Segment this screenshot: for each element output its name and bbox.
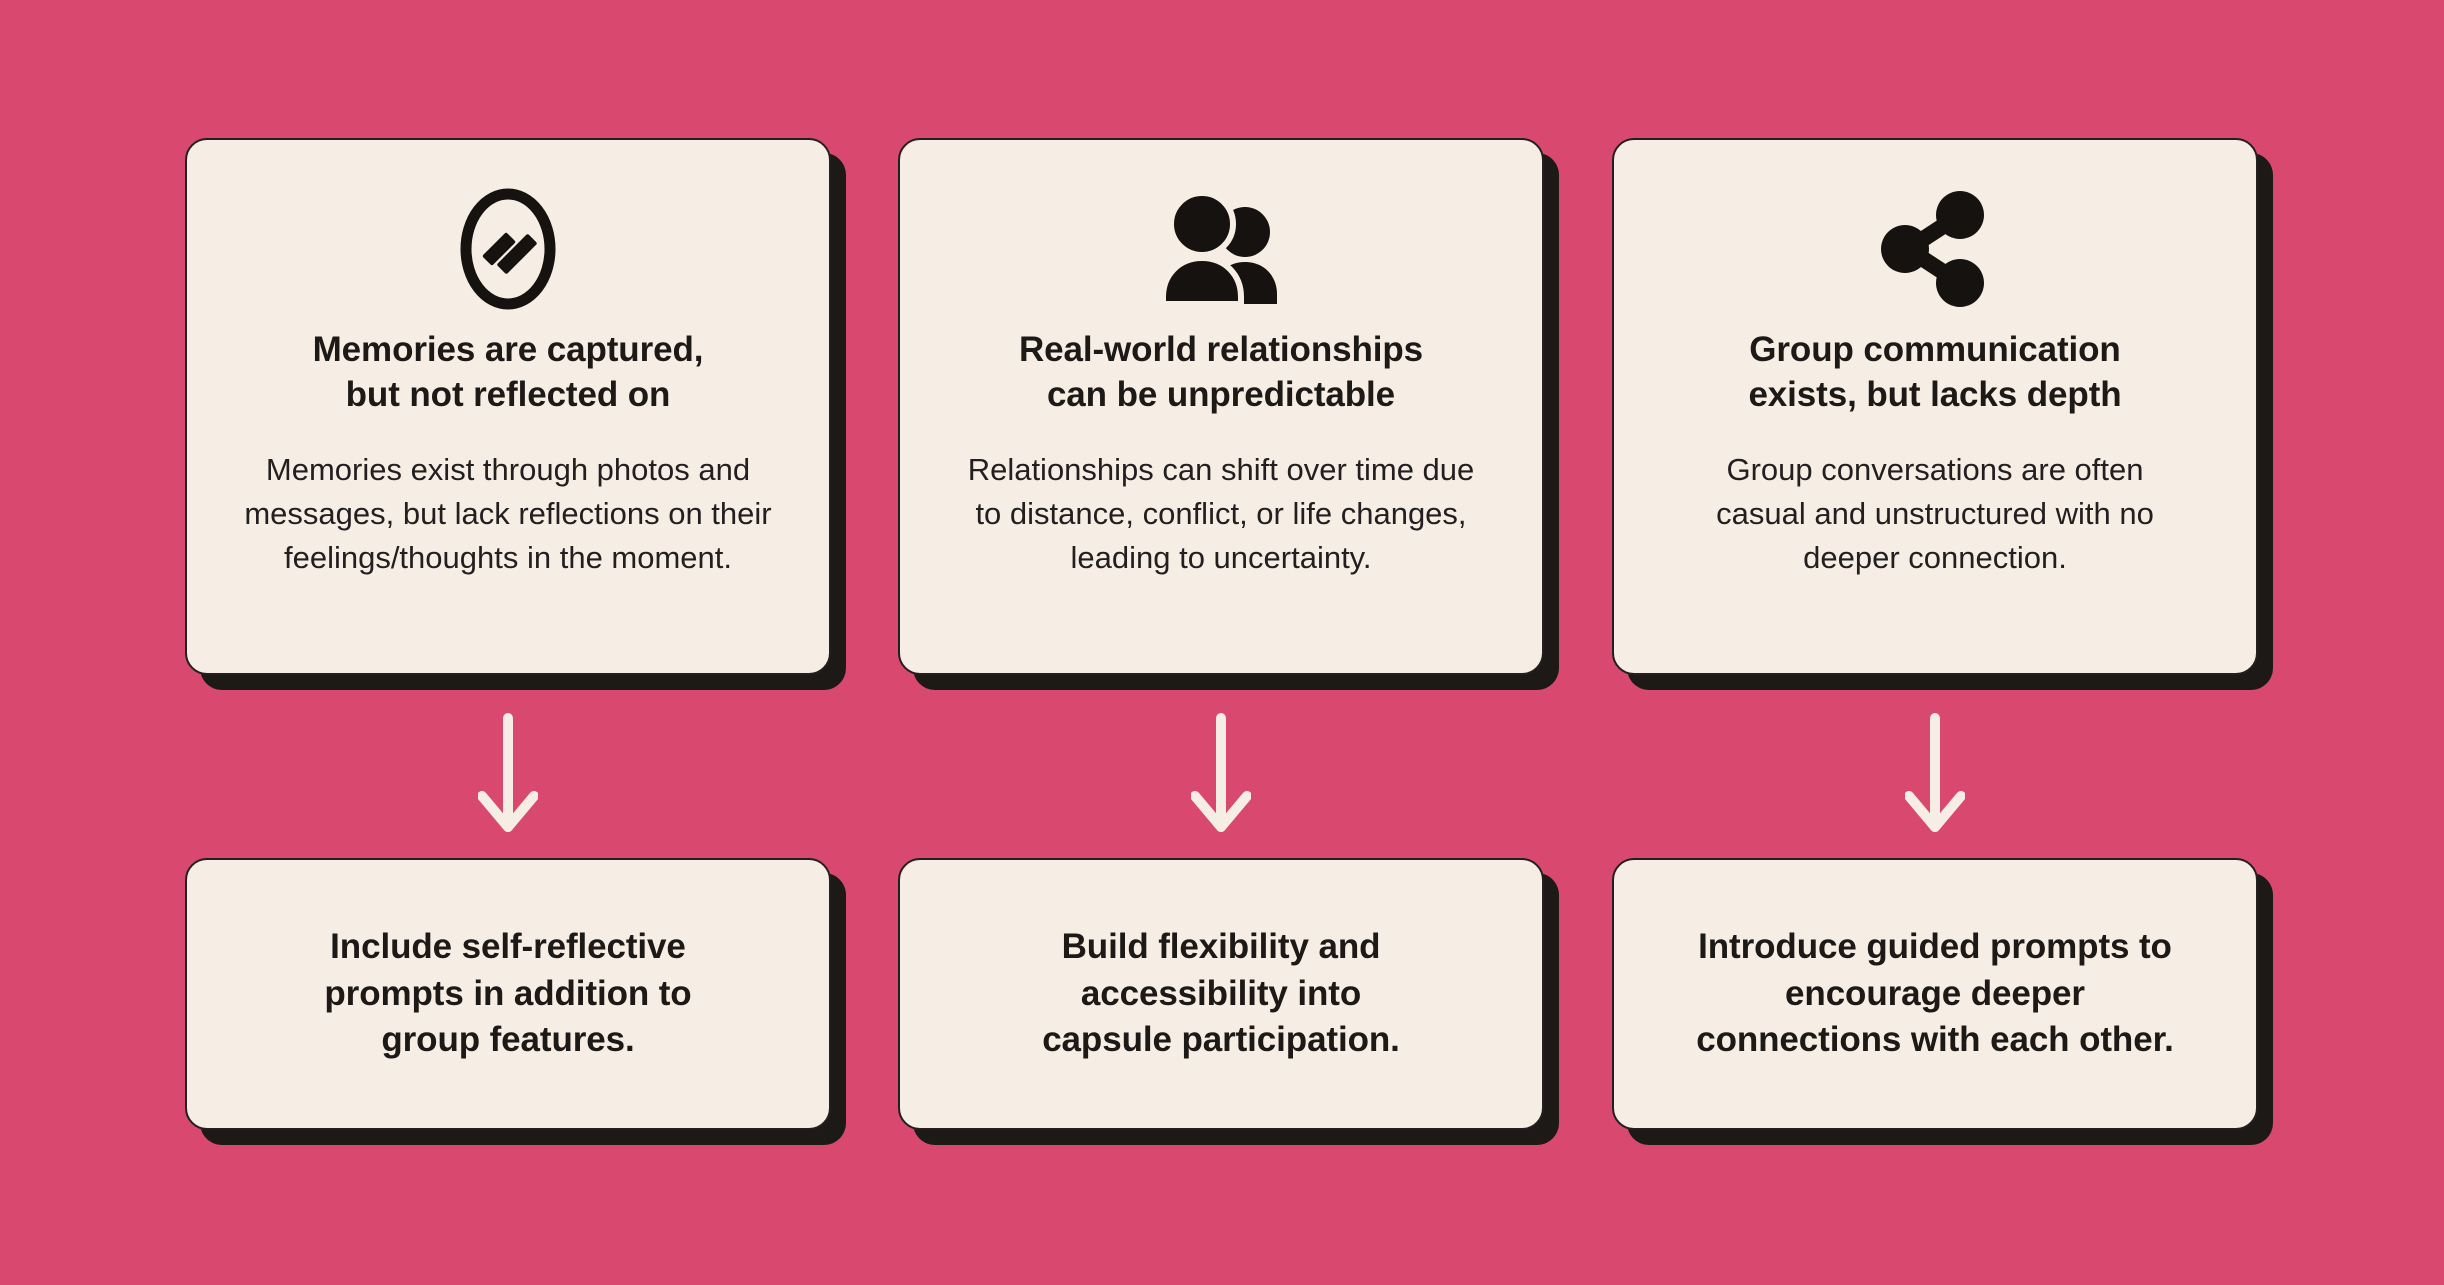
solution-card-text: Introduce guided prompts to encourage de… (1696, 927, 2174, 1060)
solution-card-text: Include self-reflective prompts in addit… (324, 927, 692, 1060)
problem-card-body: Group conversations are often casual and… (1716, 451, 2154, 575)
arrow-down-icon (1904, 712, 1966, 836)
arrow-down-icon (477, 712, 539, 836)
problem-card-group-communication: Group communication exists, but lacks de… (1612, 138, 2258, 675)
problem-card-title: Group communication exists, but lacks de… (1748, 330, 2122, 414)
solution-card-flexibility: Build flexibility and accessibility into… (898, 858, 1544, 1130)
people-icon (1159, 184, 1284, 314)
problem-card-relationships: Real-world relationships can be unpredic… (898, 138, 1544, 675)
solution-card-guided-prompts: Introduce guided prompts to encourage de… (1612, 858, 2258, 1130)
share-icon (1875, 184, 1995, 314)
mirror-icon (453, 184, 563, 314)
problem-card-title: Memories are captured, but not reflected… (312, 330, 704, 414)
solution-card-text: Build flexibility and accessibility into… (1042, 927, 1400, 1060)
solution-card-self-reflective-prompts: Include self-reflective prompts in addit… (185, 858, 831, 1130)
problem-card-body: Relationships can shift over time due to… (967, 451, 1475, 575)
problem-card-body: Memories exist through photos and messag… (244, 451, 772, 575)
arrow-down-icon (1190, 712, 1252, 836)
problem-card-title: Real-world relationships can be unpredic… (1018, 330, 1424, 414)
problem-card-memories: Memories are captured, but not reflected… (185, 138, 831, 675)
